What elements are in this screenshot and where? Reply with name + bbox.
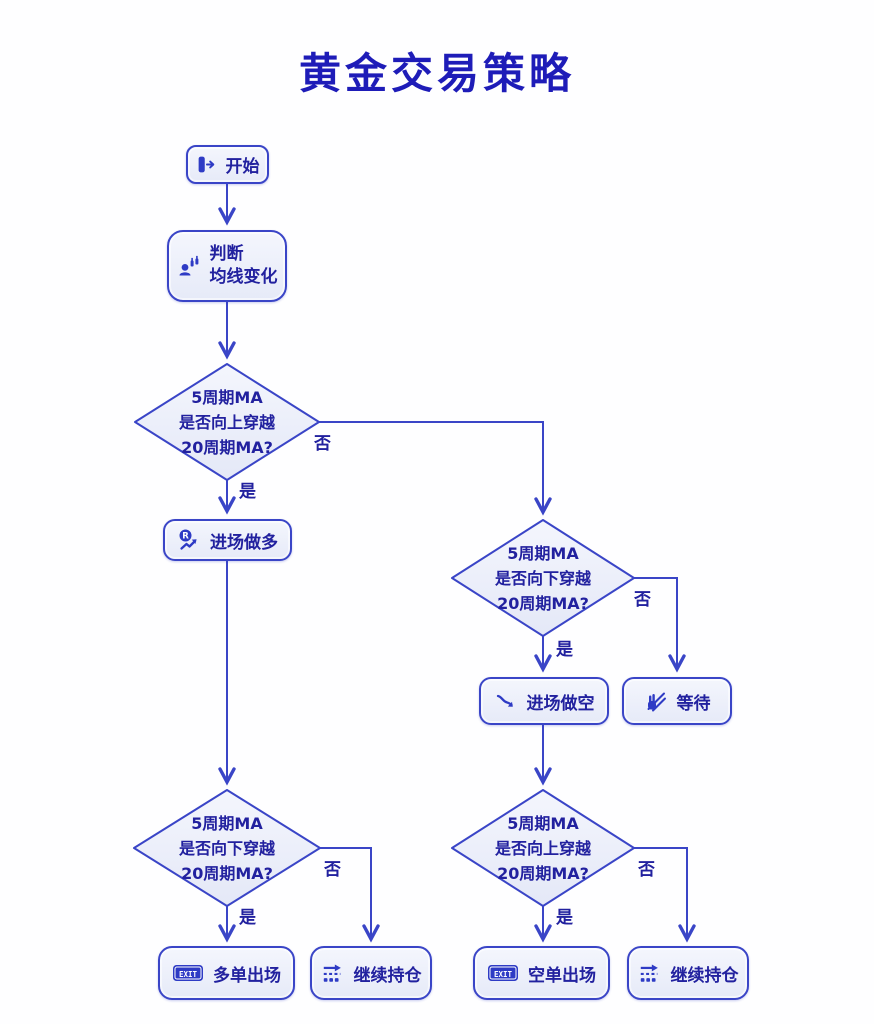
edge-d2-no-wait [634, 577, 686, 673]
coin-trend-up-icon: R [179, 529, 197, 550]
conveyor-icon [323, 964, 341, 982]
decision-short-exit-shape [451, 789, 635, 907]
node-judge-ma-change: 判断 均线变化 [167, 230, 287, 302]
edge-d3-no-holdlong [320, 847, 380, 943]
exit-badge-icon: EXIT [488, 965, 518, 981]
decision-ma5-cross-above-shape [134, 363, 320, 481]
conveyor-icon [640, 964, 658, 982]
node-hold-long-label: 继续持仓 [353, 965, 422, 986]
edge-label-d1-yes: 是 [239, 482, 256, 502]
svg-text:R: R [182, 531, 189, 541]
edge-d4-no-holdshort [634, 847, 696, 943]
edge-label-d3-no: 否 [324, 860, 341, 880]
node-hold-short: 继续持仓 [627, 946, 749, 1000]
login-icon [198, 156, 214, 173]
node-exit-long-label: 多单出场 [213, 965, 281, 986]
trend-down-icon [496, 694, 513, 707]
analyst-icon [179, 255, 198, 276]
node-hold-short-label: 继续持仓 [670, 965, 739, 986]
svg-text:EXIT: EXIT [494, 970, 513, 979]
edge-label-d1-no: 否 [314, 434, 331, 454]
node-judge-label: 判断 均线变化 [209, 244, 278, 287]
node-hold-long: 继续持仓 [310, 946, 432, 1000]
node-enter-short: 进场做空 [479, 677, 609, 725]
edge-label-d3-yes: 是 [239, 908, 256, 928]
decision-long-exit-shape [133, 789, 321, 907]
node-wait: 等待 [622, 677, 732, 725]
edge-label-d4-yes: 是 [556, 908, 573, 928]
page-title: 黄金交易策略 [298, 49, 575, 98]
node-exit-long: EXIT 多单出场 [158, 946, 295, 1000]
node-exit-short-label: 空单出场 [528, 965, 596, 986]
node-exit-short: EXIT 空单出场 [473, 946, 610, 1000]
edge-label-d2-no: 否 [634, 590, 651, 610]
node-enter-short-label: 进场做空 [526, 693, 595, 714]
edge-d1-no-d2 [319, 421, 552, 516]
edge-label-d2-yes: 是 [556, 640, 573, 660]
decision-ma5-cross-below-shape [451, 519, 635, 637]
node-wait-label: 等待 [676, 693, 711, 714]
node-enter-long: R 进场做多 [163, 519, 292, 561]
node-start-label: 开始 [225, 157, 260, 177]
exit-badge-icon: EXIT [173, 965, 203, 981]
node-enter-long-label: 进场做多 [210, 532, 278, 553]
edge-label-d4-no: 否 [638, 860, 655, 880]
svg-text:EXIT: EXIT [179, 970, 198, 979]
wait-hand-icon [647, 692, 666, 712]
node-start: 开始 [186, 145, 269, 184]
